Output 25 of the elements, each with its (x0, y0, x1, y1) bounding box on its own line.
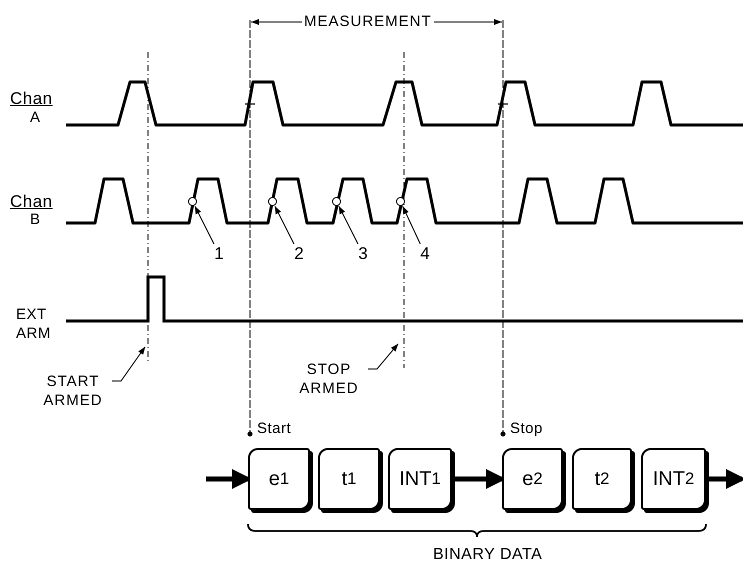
leader-line (194, 206, 214, 244)
callout-number: 2 (292, 244, 306, 264)
callout-text: START ARMED (34, 370, 112, 412)
flow-arrow (706, 469, 743, 489)
marker-circle (396, 197, 405, 206)
callout-text: STOP ARMED (290, 358, 368, 400)
marker-circle (332, 197, 341, 206)
marker-circle (188, 197, 197, 206)
leader-line (274, 206, 294, 244)
channel-label: Chan (10, 193, 53, 210)
bus-label: BINARY DATA (433, 546, 542, 563)
signal-label: EXT ARM (16, 305, 52, 343)
channel-label: B (30, 211, 41, 228)
leader-line (402, 206, 421, 244)
marker-circle (268, 197, 277, 206)
leader-line (368, 344, 398, 370)
callout-number: 1 (212, 244, 226, 264)
leader-line (112, 346, 146, 382)
callout-number: 3 (356, 244, 370, 264)
start-label: Start (257, 420, 292, 437)
leader-line (338, 206, 358, 244)
channel-label: Chan (10, 90, 53, 107)
stop-label: Stop (510, 420, 543, 437)
channel-label: A (30, 109, 41, 126)
callout-number: 4 (418, 244, 432, 264)
